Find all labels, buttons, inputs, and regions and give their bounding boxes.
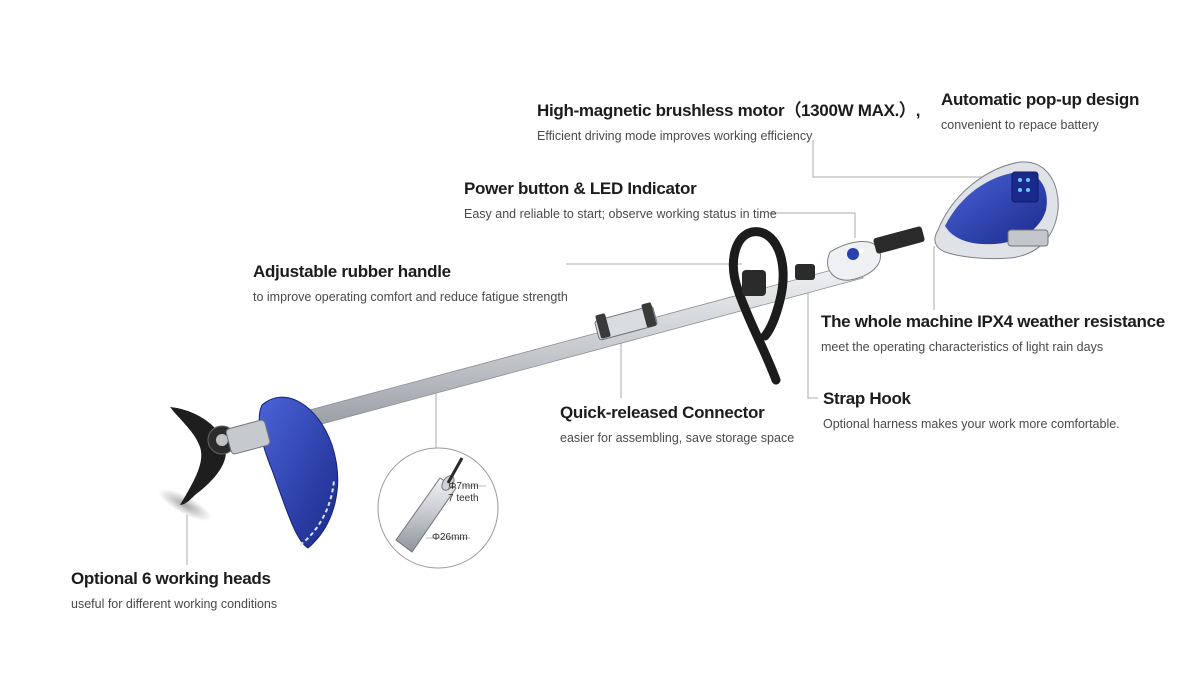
inner-diameter-label: Φ7mm	[448, 481, 479, 492]
callout-strap-desc: Optional harness makes your work more co…	[823, 417, 1120, 431]
leader-strap	[807, 290, 818, 399]
callout-power-desc: Easy and reliable to start; observe work…	[464, 207, 777, 221]
callout-handle: Adjustable rubber handle to improve oper…	[253, 262, 568, 304]
callout-strap: Strap Hook Optional harness makes your w…	[823, 389, 1120, 431]
callout-handle-title: Adjustable rubber handle	[253, 262, 451, 281]
callout-ipx4-desc: meet the operating characteristics of li…	[821, 340, 1104, 354]
shaft-detail-labels: Φ7mm 7 teeth	[448, 481, 479, 505]
outer-diameter-label: Φ26mm	[432, 532, 468, 543]
trimmer-guard	[258, 396, 339, 549]
callout-connector-title: Quick-released Connector	[560, 403, 765, 422]
callout-motor-title: High-magnetic brushless motor（1300W MAX.…	[537, 101, 921, 120]
motor-body	[934, 161, 1059, 260]
callout-ipx4: The whole machine IPX4 weather resistanc…	[821, 312, 1165, 354]
blade	[170, 407, 271, 505]
rubber-handle	[728, 227, 815, 385]
callout-motor-desc: Efficient driving mode improves working …	[537, 129, 813, 143]
callout-popup: Automatic pop-up design convenient to re…	[941, 90, 1139, 132]
leader-motor	[812, 140, 985, 178]
shadow	[158, 488, 212, 522]
callout-handle-desc: to improve operating comfort and reduce …	[253, 290, 568, 304]
callout-connector-desc: easier for assembling, save storage spac…	[560, 431, 795, 445]
callout-popup-desc: convenient to repace battery	[941, 118, 1099, 132]
shaft-detail-zoom	[377, 447, 499, 569]
control-housing	[827, 226, 925, 281]
callout-heads: Optional 6 working heads useful for diff…	[71, 569, 277, 611]
callout-strap-title: Strap Hook	[823, 389, 911, 408]
callout-power: Power button & LED Indicator Easy and re…	[464, 179, 777, 221]
callout-popup-title: Automatic pop-up design	[941, 90, 1140, 109]
callout-motor: High-magnetic brushless motor（1300W MAX.…	[537, 96, 921, 143]
callout-ipx4-title: The whole machine IPX4 weather resistanc…	[821, 312, 1165, 331]
callout-heads-title: Optional 6 working heads	[71, 569, 271, 588]
callout-power-title: Power button & LED Indicator	[464, 179, 697, 198]
teeth-label: 7 teeth	[448, 493, 479, 504]
callout-connector: Quick-released Connector easier for asse…	[560, 403, 794, 445]
leader-power	[768, 212, 856, 238]
callout-heads-desc: useful for different working conditions	[71, 597, 278, 611]
leader-lines	[186, 140, 985, 565]
quick-connector	[594, 302, 658, 341]
